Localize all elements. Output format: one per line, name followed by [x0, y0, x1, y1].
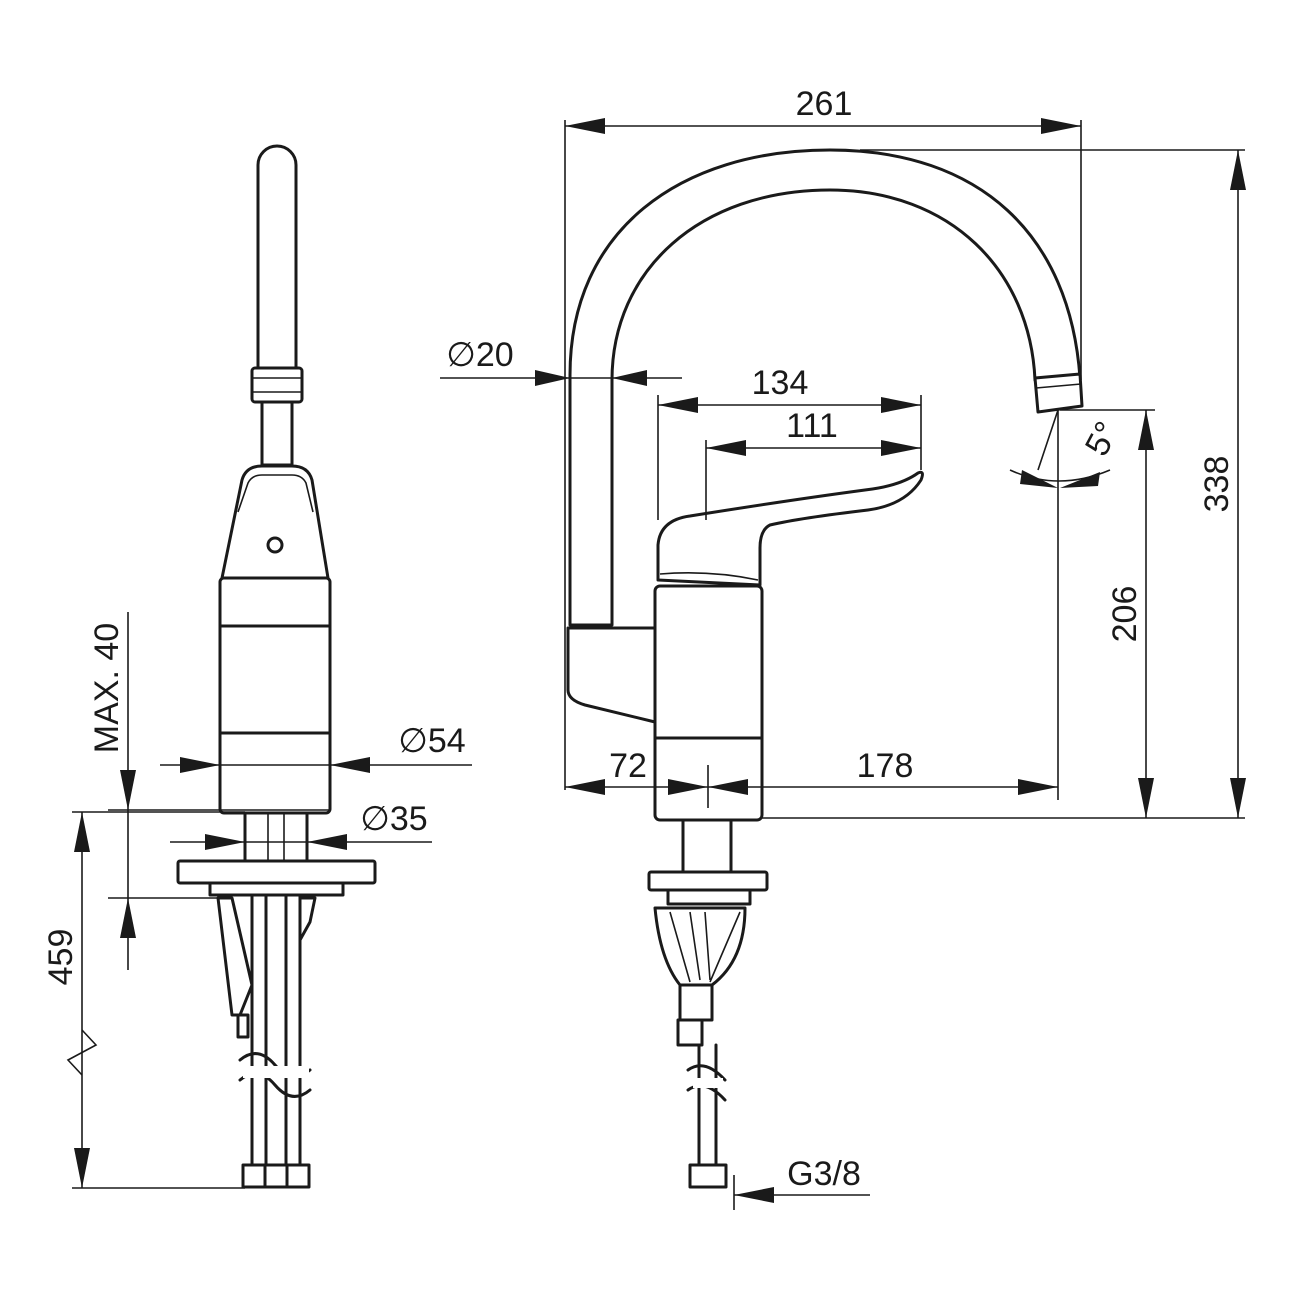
dimension-labels: 261 338 ∅20 134 111 5° 206 72 178 MAX. 4…	[42, 85, 1236, 1193]
front-aerator	[1033, 372, 1084, 414]
side-handle-cap	[220, 464, 330, 580]
dim-total-height: 338	[1198, 456, 1236, 513]
faucet-side-view	[176, 144, 377, 1189]
front-mounting-plate	[647, 870, 769, 892]
dim-outlet-projection: 178	[857, 747, 914, 785]
side-spout-tube	[256, 144, 298, 372]
dim-shank-diameter: ∅35	[360, 800, 427, 838]
side-body	[218, 576, 332, 815]
dim-lever-inner: 111	[786, 407, 838, 445]
dim-lever-outer: 134	[752, 364, 809, 402]
dim-spout-angle: 5°	[1078, 416, 1127, 463]
dimension-lines	[66, 118, 1246, 1210]
side-spout-collar	[250, 366, 304, 404]
side-hose-fitting-left	[241, 1163, 267, 1189]
dim-outlet-height: 206	[1106, 586, 1144, 643]
front-arc-spout	[568, 148, 1082, 627]
front-lever-handle	[656, 470, 924, 587]
dim-spout-diameter: ∅20	[446, 336, 513, 374]
dim-connection-thread: G3/8	[787, 1155, 861, 1193]
front-hose-fitting	[688, 1163, 728, 1189]
dim-body-offset: 72	[609, 747, 647, 785]
front-shank	[681, 818, 733, 874]
side-spout-neck	[260, 400, 294, 467]
dim-spout-reach: 261	[796, 85, 853, 123]
dim-body-diameter: ∅54	[398, 722, 465, 760]
side-mounting-plate	[176, 859, 377, 885]
side-mounting-clamp	[216, 896, 254, 1017]
front-mounting-clamp	[653, 906, 747, 987]
side-shank	[243, 811, 309, 863]
side-hose-fitting-right	[285, 1163, 311, 1189]
dim-max-deck-thickness: MAX. 40	[88, 623, 126, 753]
faucet-front-view	[566, 148, 1084, 1189]
dim-hose-length: 459	[42, 929, 80, 986]
side-handle-indicator	[266, 536, 284, 554]
